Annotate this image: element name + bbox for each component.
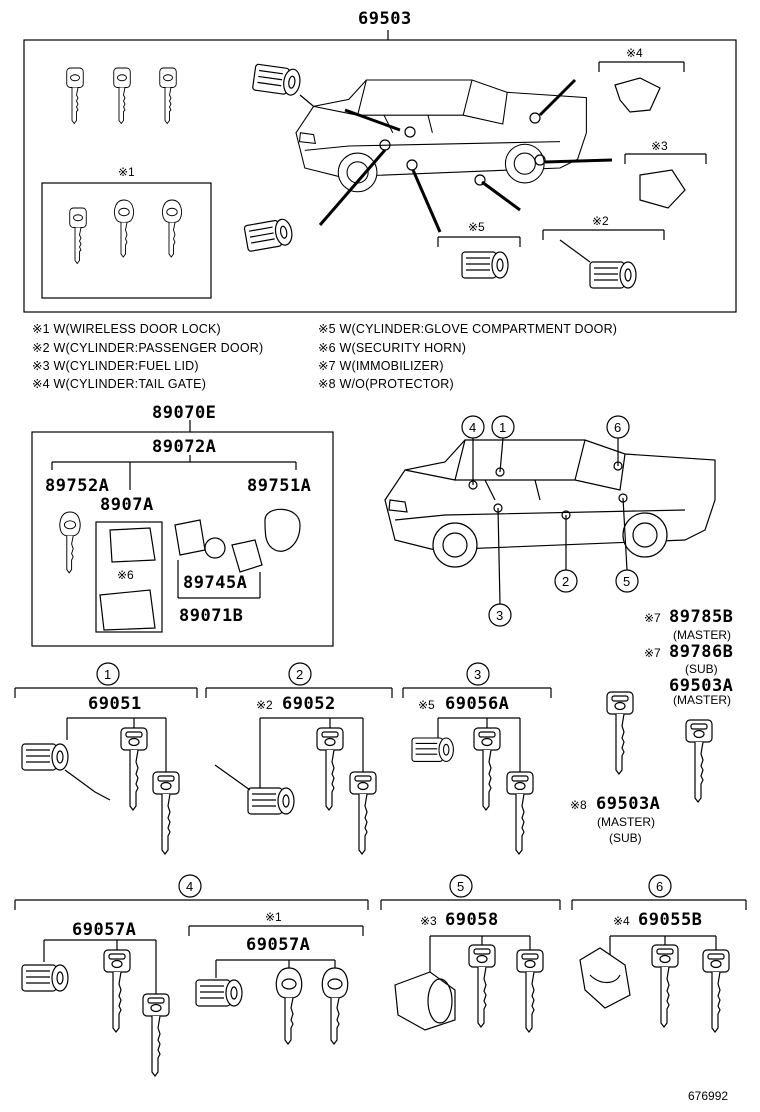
key4-mark: ※8 <box>570 798 587 812</box>
key2-sub: (SUB) <box>685 662 718 676</box>
key4-number: 69503A <box>596 794 661 814</box>
callout-6: 6 <box>614 420 622 435</box>
note-3: ※3 W(CYLINDER:FUEL LID) <box>32 359 199 373</box>
key4-sub2: (SUB) <box>609 831 642 845</box>
top-group-part-number: 69503 <box>358 9 412 29</box>
key1-mark: ※7 <box>644 611 661 625</box>
set1-part: 69051 <box>88 694 142 714</box>
set3-callout: 3 <box>474 667 482 682</box>
note-5: ※5 W(CYLINDER:GLOVE COMPARTMENT DOOR) <box>318 322 618 336</box>
left-key-number: 89752A <box>45 476 110 496</box>
marker-4: ※4 <box>626 46 643 60</box>
key2-number: 89786B <box>669 642 734 662</box>
key1-sub: (MASTER) <box>673 628 731 642</box>
set1-callout: 1 <box>104 667 112 682</box>
board-number: 8907A <box>100 495 154 515</box>
note-1: ※1 W(WIRELESS DOOR LOCK) <box>32 322 221 336</box>
callout-4: 4 <box>469 420 477 435</box>
case-number: 89071B <box>179 606 244 626</box>
key3-sub: (MASTER) <box>673 693 731 707</box>
set2-part: 69052 <box>282 694 336 714</box>
right-key-number: 89751A <box>247 476 312 496</box>
key1-number: 89785B <box>669 607 734 627</box>
set3-part: 69056A <box>445 694 510 714</box>
set2-callout: 2 <box>296 667 304 682</box>
key4-sub1: (MASTER) <box>597 815 655 829</box>
marker-3: ※3 <box>651 139 668 153</box>
set5-mark: ※3 <box>420 914 437 928</box>
marker-6: ※6 <box>117 568 134 582</box>
set6-mark: ※4 <box>613 914 630 928</box>
set4-callout: 4 <box>186 879 194 894</box>
figure-code: 676992 <box>688 1089 729 1103</box>
transmitter-assembly-number: 89070E <box>152 403 217 423</box>
note-6: ※6 W(SECURITY HORN) <box>318 341 467 355</box>
marker-1: ※1 <box>118 165 135 179</box>
key3-number: 69503A <box>669 676 734 696</box>
transmitter-sub-number: 89072A <box>152 437 217 457</box>
battery-number: 89745A <box>183 573 248 593</box>
set6-part: 69055B <box>638 910 703 930</box>
callout-1: 1 <box>499 420 507 435</box>
callout-2: 2 <box>562 574 570 589</box>
note-8: ※8 W/O(PROTECTOR) <box>318 377 454 391</box>
callout-5: 5 <box>623 574 631 589</box>
set2-mark: ※2 <box>256 698 273 712</box>
set5-callout: 5 <box>457 879 465 894</box>
marker-2: ※2 <box>592 214 609 228</box>
callout-3: 3 <box>496 608 504 623</box>
marker-5: ※5 <box>468 220 485 234</box>
note-7: ※7 W(IMMOBILIZER) <box>318 359 444 373</box>
set4-part-b: 69057A <box>246 935 311 955</box>
note-2: ※2 W(CYLINDER:PASSENGER DOOR) <box>32 341 264 355</box>
set4-mark-b: ※1 <box>265 910 282 924</box>
key2-mark: ※7 <box>644 646 661 660</box>
set5-part: 69058 <box>445 910 499 930</box>
set6-callout: 6 <box>656 879 664 894</box>
note-4: ※4 W(CYLINDER:TAIL GATE) <box>32 377 207 391</box>
set3-mark: ※5 <box>418 698 435 712</box>
set4-part-a: 69057A <box>72 920 137 940</box>
